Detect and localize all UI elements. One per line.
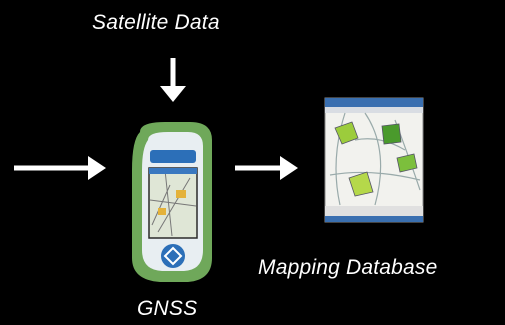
satellite-data-label: Satellite Data: [92, 11, 220, 34]
database-screen-icon: [324, 97, 424, 223]
mapping-database-label: Mapping Database: [258, 256, 438, 279]
output-arrow: [235, 156, 298, 180]
gnss-label: GNSS: [137, 297, 198, 320]
gnss-device-icon: [132, 122, 212, 282]
satellite-arrow: [160, 58, 186, 102]
input-arrow: [14, 156, 106, 180]
